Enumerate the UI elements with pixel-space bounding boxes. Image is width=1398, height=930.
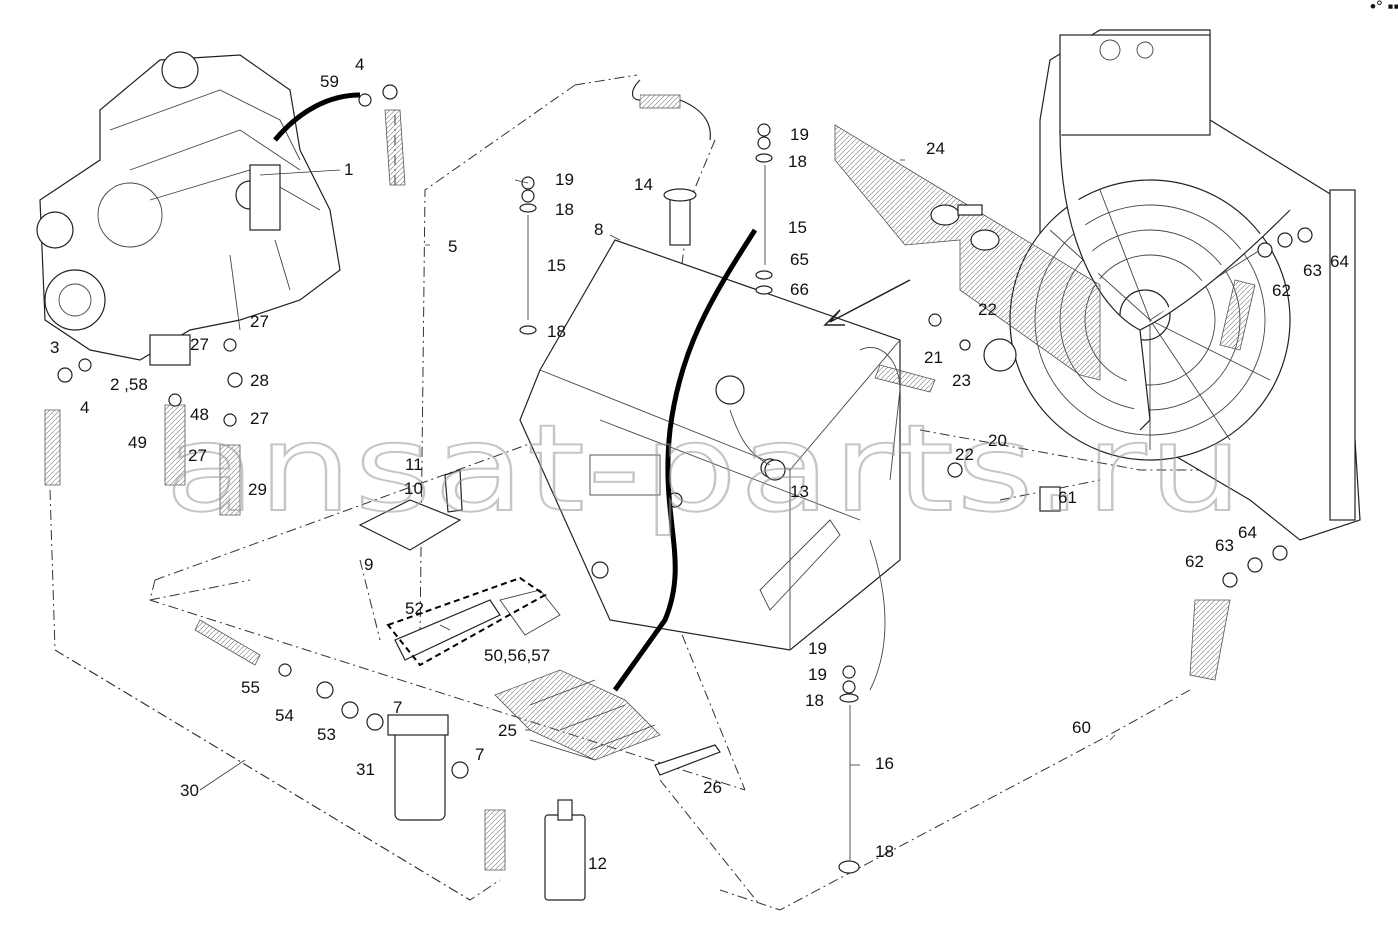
callout: 61	[1058, 488, 1077, 507]
hoses	[44, 79, 1256, 871]
kit-outline	[386, 576, 547, 667]
callout: 10	[404, 479, 423, 498]
callout: 26	[703, 778, 722, 797]
callout: 62	[1272, 281, 1291, 300]
callout: 27	[250, 409, 269, 428]
callout: 48	[190, 405, 209, 424]
callout: 53	[317, 725, 336, 744]
callout: 65	[790, 250, 809, 269]
callout: 27	[188, 446, 207, 465]
callout: 15	[788, 218, 807, 237]
callout: 29	[248, 480, 267, 499]
stud-rods	[519, 123, 860, 874]
callouts: 1 2 ,58 3 4 4 5 7 7 8 9 10 11 12 13 14 1…	[50, 55, 1349, 873]
callout: 22	[955, 445, 974, 464]
callout: 8	[594, 220, 603, 239]
direction-arrow	[823, 279, 911, 326]
callout: 13	[790, 482, 809, 501]
callout: 18	[555, 200, 574, 219]
callout: 19	[790, 125, 809, 144]
callout: 24	[926, 139, 945, 158]
shield-plate	[834, 124, 1101, 381]
leader-lines	[199, 159, 1116, 791]
callout: 4	[355, 55, 364, 74]
callout: 30	[180, 781, 199, 800]
callout: 21	[924, 348, 943, 367]
callout: 62	[1185, 552, 1204, 571]
callout: 14	[634, 175, 653, 194]
callout: 19	[808, 665, 827, 684]
callout: 11	[405, 455, 423, 474]
callout: 50,56,57	[484, 646, 550, 665]
watermark: ansat-parts.ru	[165, 400, 1245, 539]
radiator-assembly	[1009, 29, 1361, 541]
corner-mark: •° ▪▪▪	[1370, 0, 1398, 16]
callout: 22	[978, 300, 997, 319]
callout: 4	[80, 398, 89, 417]
callout: 59	[320, 72, 339, 91]
callout: 28	[250, 371, 269, 390]
callout: 66	[790, 280, 809, 299]
callout: 5	[448, 237, 457, 256]
callout: 49	[128, 433, 147, 452]
cover-plate	[358, 499, 462, 551]
callout: 27	[190, 335, 209, 354]
pads	[494, 669, 661, 761]
fittings	[57, 84, 1313, 779]
engine-assembly	[36, 51, 341, 366]
callout: 9	[364, 555, 373, 574]
callout: 20	[988, 431, 1007, 450]
callout: 18	[875, 842, 894, 861]
callout: 64	[1238, 523, 1257, 542]
callout: 12	[588, 854, 607, 873]
callout: 16	[875, 754, 894, 773]
callout: 23	[952, 371, 971, 390]
small-parts	[387, 188, 1017, 901]
callout: 1	[344, 160, 353, 179]
callout: 64	[1330, 252, 1349, 271]
callout: 31	[356, 760, 375, 779]
callout: 19	[808, 639, 827, 658]
callout: 63	[1215, 536, 1234, 555]
callout: 18	[805, 691, 824, 710]
callout: 18	[547, 322, 566, 341]
callout: 25	[498, 721, 517, 740]
callout: 7	[475, 745, 484, 764]
callout: 3	[50, 338, 59, 357]
frame-tray	[519, 239, 901, 651]
callout: 19	[555, 170, 574, 189]
harnesses	[273, 92, 886, 692]
callout: 54	[275, 706, 294, 725]
callout: 18	[788, 152, 807, 171]
callout: 55	[241, 678, 260, 697]
callout: 15	[547, 256, 566, 275]
callout: 63	[1303, 261, 1322, 280]
callout: 27	[250, 312, 269, 331]
callout: 60	[1072, 718, 1091, 737]
callout: 7	[393, 698, 402, 717]
callout: 52	[405, 599, 424, 618]
callout: 2 ,58	[110, 375, 148, 394]
